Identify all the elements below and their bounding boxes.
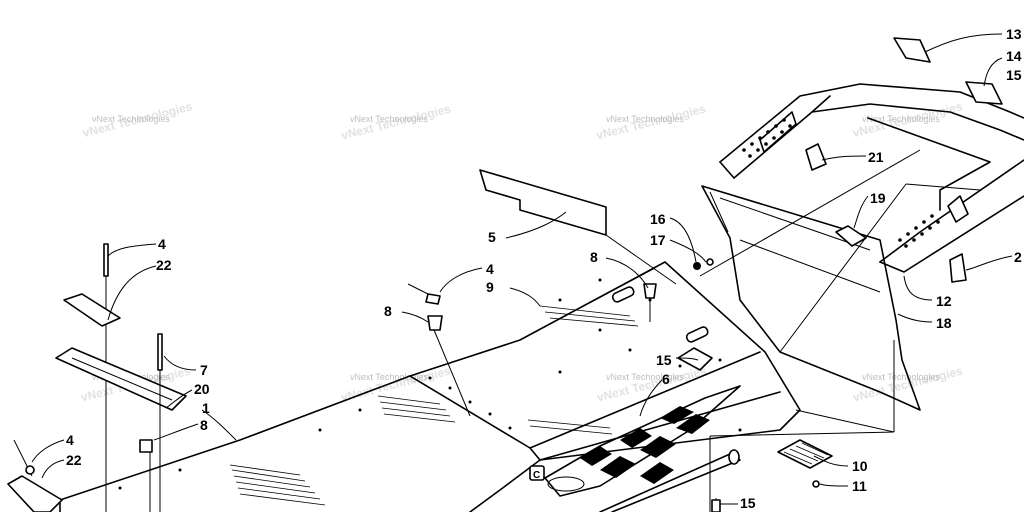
part-rear-bumper: [719, 83, 1024, 273]
part-checkered-decal: [544, 385, 741, 497]
leader-lines: [31, 33, 1013, 505]
part-screw: [711, 480, 820, 512]
bumper-perforations: [742, 118, 940, 248]
rivet-holes: [118, 278, 742, 490]
watermark: vNext Technologies: [862, 372, 940, 382]
part-flap: [479, 169, 677, 285]
callout-2: 2: [1014, 249, 1022, 265]
watermark-shadow: vNext Technologies: [851, 364, 964, 405]
callout-16: 16: [650, 211, 666, 227]
part-tunnel-panel: C: [59, 261, 801, 512]
svg-text:C: C: [533, 470, 540, 481]
callout-19: 19: [870, 190, 886, 206]
callout-4: 4: [158, 236, 166, 252]
callout-4: 4: [486, 261, 494, 277]
part-center-hardware: [407, 283, 657, 417]
watermark: vNext Technologies: [350, 372, 428, 382]
callout-15: 15: [1006, 67, 1022, 83]
part-clips: [677, 143, 969, 371]
part-left-hardware: [7, 243, 187, 512]
callout-8: 8: [384, 303, 392, 319]
callout-8: 8: [200, 417, 208, 433]
callout-17: 17: [650, 232, 666, 248]
part-reflectors: [893, 37, 1003, 105]
callout-14: 14: [1006, 48, 1022, 64]
callout-12: 12: [936, 293, 952, 309]
part-grille: [777, 439, 833, 469]
callout-22: 22: [156, 257, 172, 273]
callout-10: 10: [852, 458, 868, 474]
callout-15: 15: [740, 495, 756, 511]
callout-22: 22: [66, 452, 82, 468]
panel-shading: [229, 305, 639, 506]
part-snow-flap: [701, 185, 921, 411]
watermark: vNext Technologies: [350, 114, 428, 124]
watermark: vNext Technologies: [606, 114, 684, 124]
callout-6: 6: [662, 371, 670, 387]
callout-1: 1: [202, 400, 210, 416]
watermark: vNext Technologies: [606, 372, 684, 382]
callout-7: 7: [200, 362, 208, 378]
watermark: vNext Technologies: [862, 114, 940, 124]
callout-18: 18: [936, 315, 952, 331]
callout-9: 9: [486, 279, 494, 295]
callout-21: 21: [868, 149, 884, 165]
callout-labels: 13 14 15 21 19 16 17 2 12 18 5 8 4 9 8 1…: [66, 26, 1022, 511]
callout-20: 20: [194, 381, 210, 397]
callout-15: 15: [656, 352, 672, 368]
watermark-shadow: vNext Technologies: [595, 364, 708, 405]
callout-13: 13: [1006, 26, 1022, 42]
watermark: vNext Technologies: [92, 114, 170, 124]
callout-4: 4: [66, 432, 74, 448]
callout-11: 11: [852, 478, 867, 494]
watermark-group: vNext Technologies vNext Technologies vN…: [79, 99, 964, 404]
callout-5: 5: [488, 229, 496, 245]
callout-8: 8: [590, 249, 598, 265]
part-rail: [599, 431, 895, 512]
